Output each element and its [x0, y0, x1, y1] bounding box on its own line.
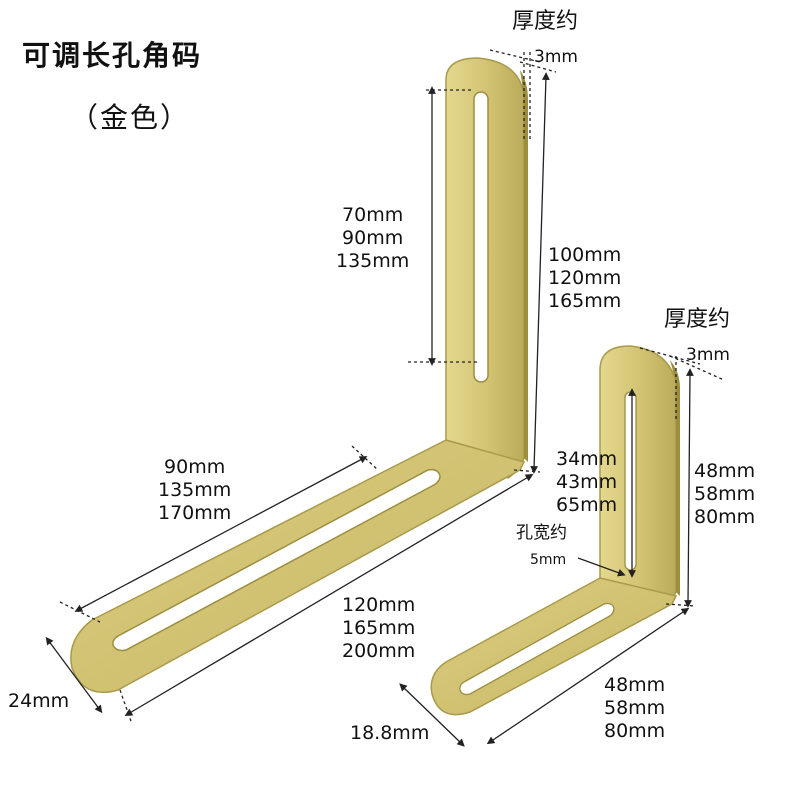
dim-large-length [124, 474, 534, 716]
dim-small-width [399, 683, 465, 747]
small-thickness-value: 3mm [686, 345, 730, 365]
small-bracket-vertical-edge [670, 360, 680, 596]
dim-large-height [530, 72, 550, 474]
dim-small-length [486, 607, 690, 745]
large-slot-horizontal-label: 90mm 135mm 170mm [158, 456, 232, 524]
small-slot-width-label: 孔宽约 [516, 523, 567, 543]
dim-small-height [684, 368, 694, 608]
small-length-label: 48mm 58mm 80mm [604, 674, 666, 742]
small-dimension-lines [399, 347, 725, 747]
large-width-label: 24mm [8, 690, 70, 712]
large-height-label: 100mm 120mm 165mm [548, 244, 622, 312]
large-thickness-value: 3mm [534, 47, 578, 67]
dim-large-width [45, 636, 103, 714]
large-length-label: 120mm 165mm 200mm [342, 594, 416, 662]
small-height-label: 48mm 58mm 80mm [694, 460, 756, 528]
large-slot-vertical-label: 70mm 90mm 135mm [336, 204, 410, 272]
small-width-label: 18.8mm [350, 722, 430, 744]
large-thickness-label: 厚度约 [512, 9, 579, 34]
large-bracket-vertical-edge [520, 70, 528, 462]
small-slot-vertical-label: 34mm 43mm 65mm [556, 448, 618, 516]
page-title: 可调长孔角码 [22, 39, 203, 72]
page-subtitle: （金色） [70, 101, 191, 134]
large-dimension-lines [45, 49, 557, 725]
small-slot-width-value: 5mm [530, 552, 567, 568]
large-bracket [70, 57, 528, 694]
small-thickness-label: 厚度约 [664, 307, 731, 332]
small-bracket-vertical-slot [624, 391, 637, 571]
large-bracket-vertical-slot [473, 91, 489, 383]
large-bracket-horizontal-leg [70, 439, 526, 694]
